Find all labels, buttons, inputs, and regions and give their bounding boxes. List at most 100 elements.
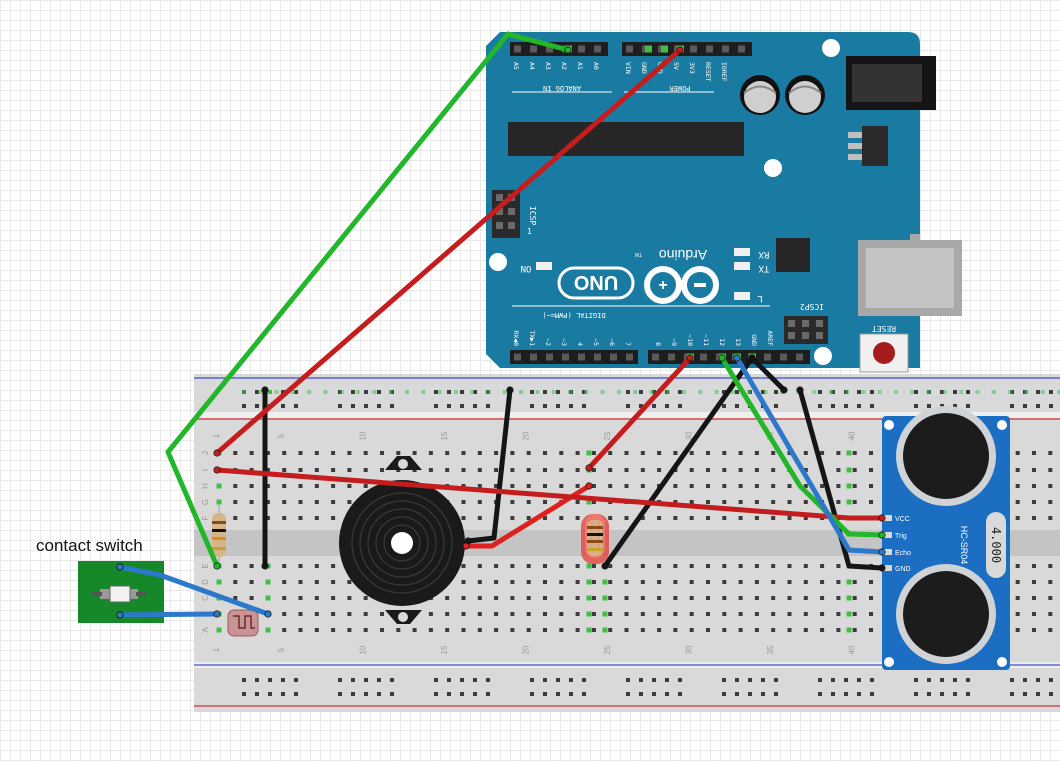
breadboard-hole (1015, 564, 1020, 568)
rail-connected (649, 390, 654, 394)
breadboard-hole (249, 596, 254, 600)
rail-hole (1049, 678, 1053, 682)
breadboard-hole (591, 500, 596, 504)
rail-hole (255, 678, 259, 682)
breadboard-hole (689, 451, 694, 455)
breadboard-hole (1015, 596, 1020, 600)
rail-connected (388, 390, 393, 394)
rail-connected (372, 390, 377, 394)
breadboard-hole (1015, 451, 1020, 455)
breadboard-hole (836, 451, 841, 455)
breadboard-hole (1015, 580, 1020, 584)
rail-connected (421, 390, 426, 394)
header-pin (796, 353, 803, 361)
sensor-pin-label: VCC (895, 516, 910, 523)
sensor-pin-label: Trig (895, 533, 907, 540)
rail-hole (940, 404, 944, 408)
breadboard-hole (526, 451, 531, 455)
breadboard-hole (314, 628, 319, 632)
breadboard-hole (640, 628, 645, 632)
column-number-bottom: 10 (359, 645, 368, 654)
rail-hole (569, 678, 573, 682)
breadboard-hole (738, 451, 743, 455)
header-pin (780, 353, 787, 361)
breadboard-hole (689, 484, 694, 488)
breadboard-hole (820, 612, 825, 616)
rail-hole (818, 404, 822, 408)
rail-connected (959, 390, 964, 394)
breadboard-hole (1032, 484, 1036, 488)
rail-hole (1036, 390, 1040, 394)
pin-label: 4 (576, 342, 584, 346)
breadboard-hole (314, 468, 319, 472)
breadboard-hole (1032, 516, 1036, 520)
breadboard-hole (347, 500, 352, 504)
rail-hole (390, 404, 394, 408)
breadboard-hole (559, 564, 564, 568)
breadboard-hole (331, 612, 336, 616)
rail-hole (940, 678, 944, 682)
rail-hole (914, 678, 918, 682)
pin-label: ~6 (608, 338, 616, 346)
rail-hole (556, 404, 560, 408)
wire-end (601, 562, 609, 570)
breadboard-hole (233, 451, 238, 455)
header-pin (594, 45, 601, 53)
breadboard-hole (526, 596, 531, 600)
breadboard-hole (803, 516, 808, 520)
breadboard-hole (461, 628, 466, 632)
breadboard-hole (461, 451, 466, 455)
rail-hole (665, 678, 669, 682)
rail-hole (268, 692, 272, 696)
rail-hole (281, 692, 285, 696)
breadboard-hole (640, 580, 645, 584)
breadboard-hole-connected (265, 627, 271, 633)
switch-button[interactable] (109, 585, 131, 603)
column-number-top: 1 (212, 433, 221, 438)
breadboard-hole (298, 596, 303, 600)
column-number-bottom: 1 (212, 647, 221, 652)
breadboard-hole (559, 612, 564, 616)
pin-label: GND (640, 62, 648, 74)
breadboard-hole (738, 596, 743, 600)
rail-hole (761, 678, 765, 682)
breadboard-hole (282, 580, 287, 584)
rail-hole (818, 692, 822, 696)
column-number-bottom: 35 (766, 645, 775, 654)
pin-label: ~3 (560, 338, 568, 346)
breadboard-hole (510, 564, 515, 568)
breadboard-hole (608, 484, 613, 488)
rail-hole (966, 390, 970, 394)
rail-hole (652, 404, 656, 408)
breadboard-hole (298, 516, 303, 520)
rail-connected (290, 390, 295, 394)
breadboard-hole (331, 564, 336, 568)
rail-hole (569, 692, 573, 696)
row-letter: J (201, 451, 210, 455)
breadboard-hole (608, 612, 613, 616)
pin-label: A0 (592, 62, 600, 70)
icsp2-pin (802, 320, 809, 327)
header-pin (626, 45, 633, 53)
rail-connected (502, 390, 507, 394)
breadboard-hole (298, 612, 303, 616)
sensor-crystal (986, 512, 1006, 578)
breadboard-hole (1015, 500, 1020, 504)
rail-connected (665, 390, 670, 394)
rail-hole (857, 678, 861, 682)
rail-connected (731, 390, 735, 394)
rail-hole (735, 678, 739, 682)
breadboard-hole (380, 468, 384, 472)
breadboard-hole (347, 484, 352, 488)
reset-button[interactable] (859, 333, 909, 373)
reset-button-cap[interactable] (873, 342, 895, 364)
breadboard-hole (624, 612, 629, 616)
mount-hole (814, 347, 832, 365)
pin-label: A4 (528, 62, 536, 70)
rail-hole (1010, 678, 1014, 682)
breadboard-hole (559, 451, 564, 455)
on-led (536, 262, 552, 270)
breadboard-hole (722, 516, 727, 520)
breadboard-hole-connected (846, 467, 852, 473)
breadboard-hole (282, 596, 287, 600)
